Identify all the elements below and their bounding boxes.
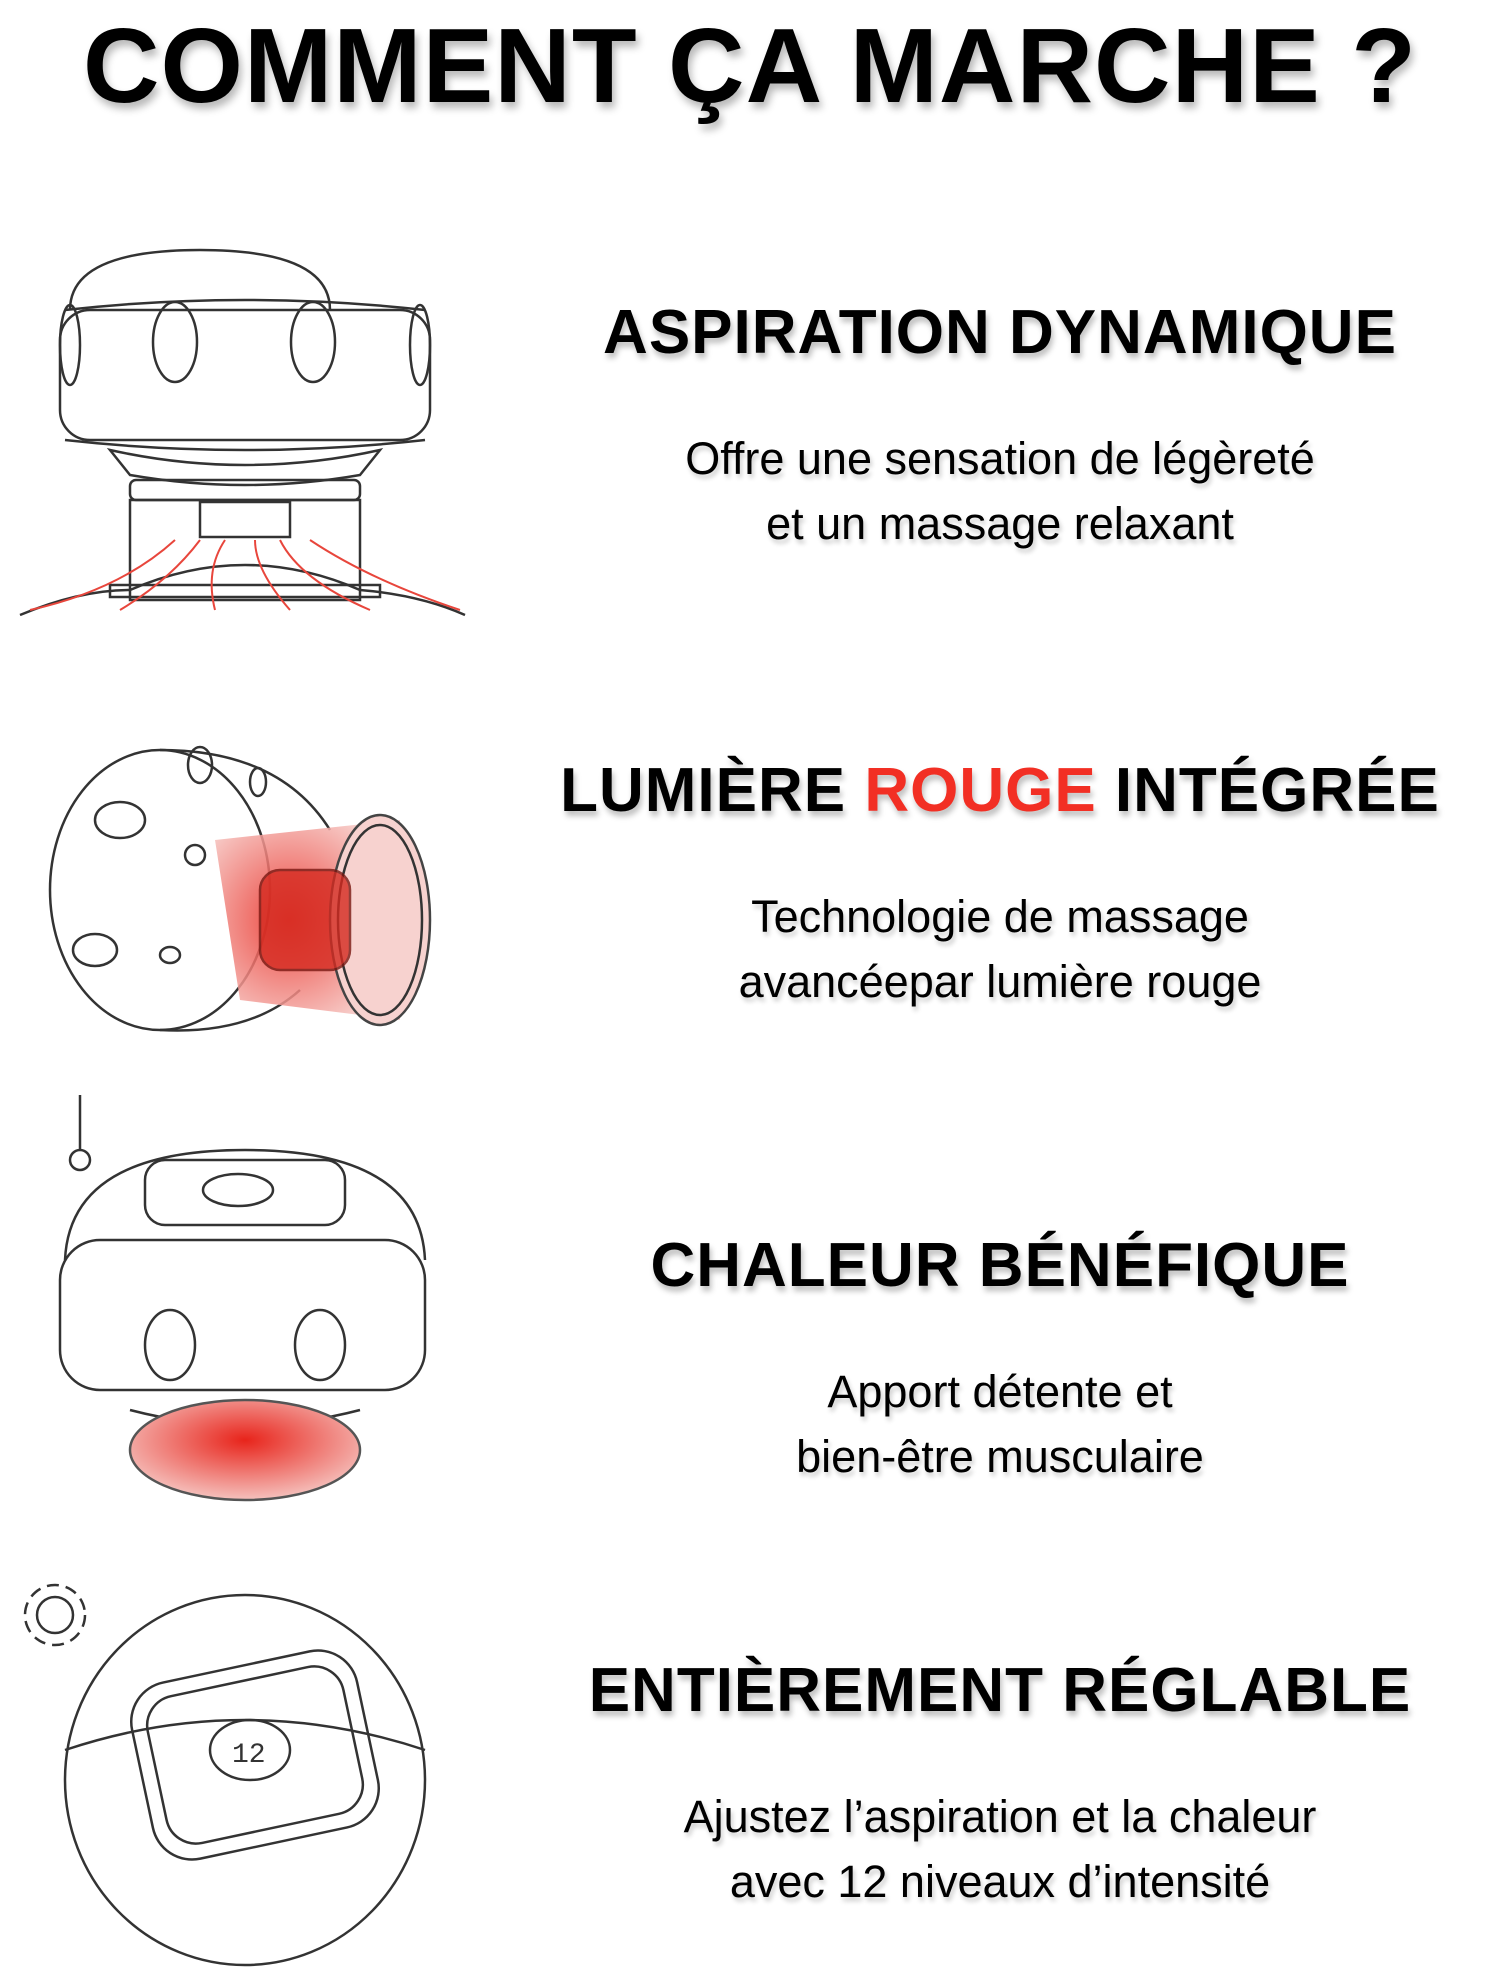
feature-description: Apport détente et bien-être musculaire bbox=[520, 1359, 1480, 1489]
heating-device-illustration bbox=[58, 1095, 427, 1502]
red-light-device-illustration bbox=[48, 745, 432, 1032]
heading-text: INTÉGRÉE bbox=[1096, 756, 1440, 825]
gear-icon bbox=[23, 1583, 87, 1647]
feature-description: Offre une sensation de légèreté et un ma… bbox=[520, 426, 1480, 556]
feature-description: Technologie de massage avancéepar lumièr… bbox=[520, 884, 1480, 1014]
description-line: avec 12 niveaux d’intensité bbox=[729, 1856, 1271, 1907]
feature-heading: LUMIÈRE ROUGE INTÉGRÉE bbox=[520, 760, 1480, 822]
thermometer-icon bbox=[68, 1095, 92, 1172]
feature-description: Ajustez l’aspiration et la chaleur avec … bbox=[520, 1784, 1480, 1914]
heading-highlight: ROUGE bbox=[864, 756, 1097, 825]
svg-text:12: 12 bbox=[232, 1740, 266, 1771]
description-line: Technologie de massage bbox=[751, 891, 1249, 942]
suction-device-illustration bbox=[19, 248, 466, 617]
page-title: COMMENT ÇA MARCHE ? bbox=[82, 7, 1418, 125]
description-line: et un massage relaxant bbox=[766, 498, 1234, 549]
heading-text: LUMIÈRE bbox=[560, 756, 865, 825]
description-line: avancéepar lumière rouge bbox=[738, 956, 1262, 1007]
control-panel-device-illustration: 12 bbox=[23, 1583, 427, 1967]
feature-heading: ENTIÈREMENT RÉGLABLE bbox=[588, 1656, 1412, 1725]
description-line: Apport détente et bbox=[827, 1366, 1173, 1417]
feature-heading: CHALEUR BÉNÉFIQUE bbox=[650, 1231, 1350, 1300]
description-line: Offre une sensation de légèreté bbox=[685, 433, 1315, 484]
description-line: bien-être musculaire bbox=[796, 1431, 1204, 1482]
description-line: Ajustez l’aspiration et la chaleur bbox=[683, 1791, 1317, 1842]
feature-heading: ASPIRATION DYNAMIQUE bbox=[603, 298, 1397, 367]
